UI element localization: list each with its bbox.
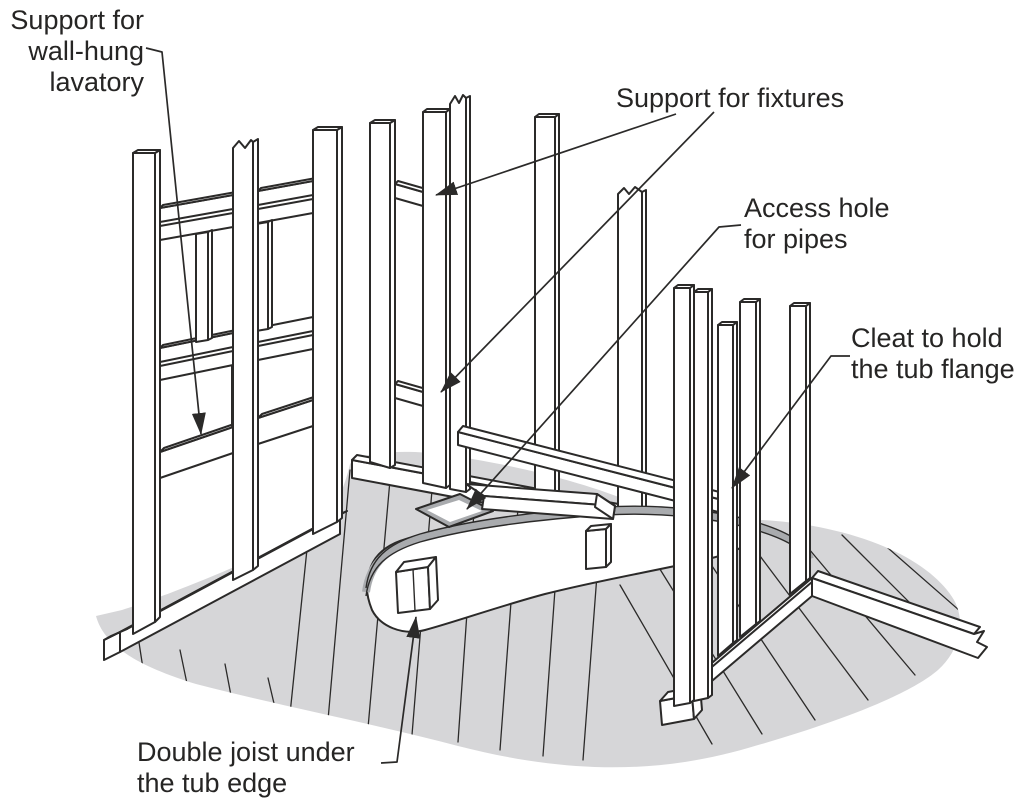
right-wall <box>659 284 988 726</box>
right-wall-studs <box>673 284 811 707</box>
leader-fixture-support-lower <box>440 111 715 393</box>
left-wall <box>103 126 348 661</box>
label-line: Support for <box>10 5 144 35</box>
label-line: Access hole <box>744 193 890 223</box>
leader-lavatory-support <box>145 47 206 435</box>
joist-end-block <box>585 523 612 570</box>
double-joist-block <box>395 556 439 614</box>
leader-lines <box>145 47 850 764</box>
label-line: the tub flange <box>851 354 1015 384</box>
leader-double-joist <box>380 616 421 764</box>
leader-cleat <box>731 355 850 489</box>
label-line: lavatory <box>49 67 144 97</box>
label-cleat: Cleat to hold the tub flange <box>851 323 1015 385</box>
leader-fixture-support-upper <box>435 113 677 196</box>
label-line: the tub edge <box>137 768 288 798</box>
label-fixture-support: Support for fixtures <box>616 83 845 113</box>
label-line: Cleat to hold <box>851 323 1003 353</box>
back-wall-studs <box>369 94 647 523</box>
label-double-joist: Double joist under the tub edge <box>137 737 355 799</box>
label-line: wall-hung <box>28 36 144 66</box>
fixture-support-blocking <box>394 180 427 407</box>
label-line: for pipes <box>744 224 848 254</box>
left-wall-studs <box>132 126 343 635</box>
label-line: Double joist under <box>137 737 355 767</box>
leader-access-hole <box>466 224 742 510</box>
label-access-hole: Access hole for pipes <box>744 193 890 255</box>
label-lavatory-support: Support for wall-hung lavatory <box>0 5 144 98</box>
